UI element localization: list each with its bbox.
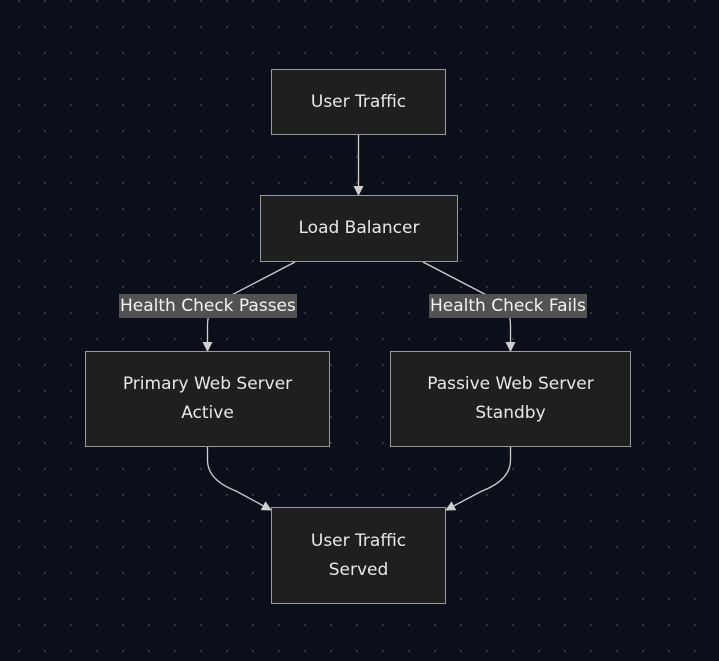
edge-primary-server-to-traffic-served [206, 447, 272, 511]
node-traffic-served-line2: Served [328, 559, 389, 580]
node-traffic-served: User Traffic Served [271, 507, 446, 604]
node-traffic-served-line1: User Traffic [310, 530, 407, 551]
edge-label-health-check-fails: Health Check Fails [429, 294, 587, 318]
node-passive-server-title: Passive Web Server [427, 374, 594, 394]
node-passive-server-status: Standby [475, 403, 546, 423]
edge-label-health-check-passes: Health Check Passes [119, 294, 297, 318]
edge-passive-server-to-traffic-served [445, 447, 512, 511]
node-load-balancer: Load Balancer [260, 195, 458, 262]
node-primary-server-title: Primary Web Server [122, 374, 293, 394]
node-load-balancer-label: Load Balancer [298, 218, 420, 238]
node-primary-server: Primary Web Server Active [85, 351, 330, 447]
node-user-traffic-label: User Traffic [310, 91, 407, 112]
node-user-traffic: User Traffic [271, 69, 446, 135]
node-passive-server: Passive Web Server Standby [390, 351, 631, 447]
node-primary-server-status: Active [181, 403, 234, 423]
